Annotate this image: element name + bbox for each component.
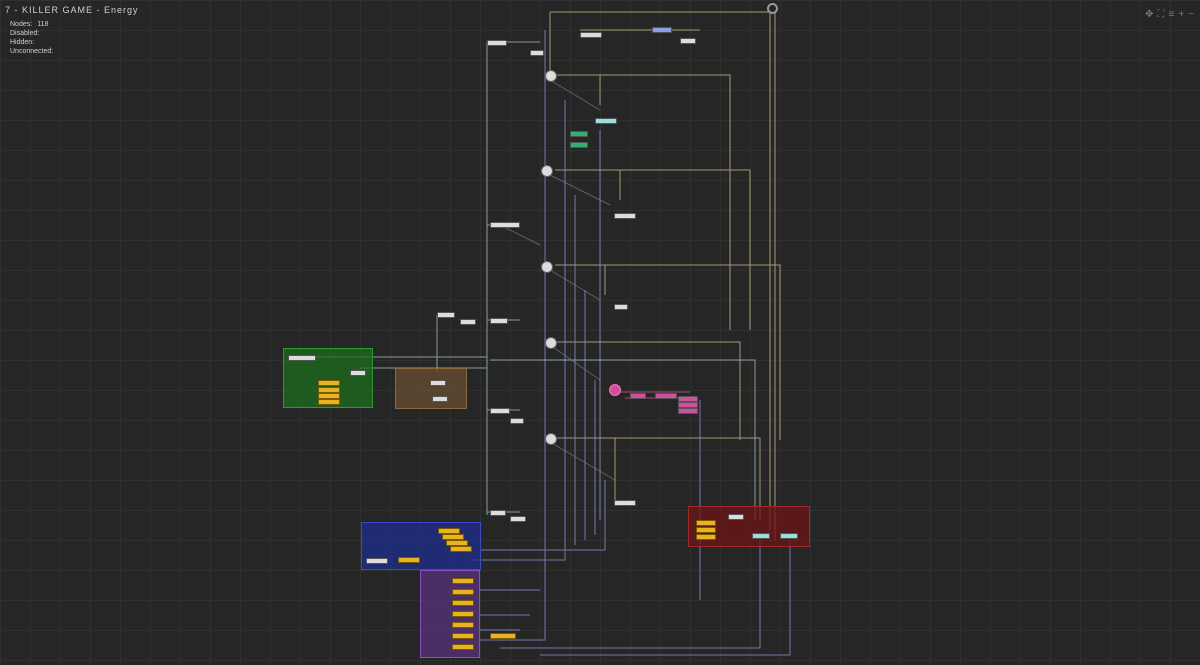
graph-node[interactable]	[487, 40, 507, 46]
graph-node[interactable]	[510, 516, 526, 522]
pink-node[interactable]	[678, 402, 698, 408]
node-chain-wires	[499, 79, 616, 481]
group-red-header	[689, 507, 809, 509]
graph-node[interactable]	[570, 131, 588, 137]
graph-node[interactable]	[580, 32, 602, 38]
group-red[interactable]	[688, 506, 810, 547]
graph-node[interactable]	[652, 27, 672, 33]
pink-hub-node[interactable]	[609, 384, 621, 396]
pink-node[interactable]	[655, 393, 677, 399]
unconnected-label: Unconnected:	[10, 48, 54, 55]
blue-wires	[470, 30, 791, 656]
graph-node[interactable]	[430, 380, 446, 386]
graph-node[interactable]	[570, 142, 588, 148]
graph-node[interactable]	[595, 118, 617, 124]
value-node[interactable]	[452, 578, 474, 584]
value-node[interactable]	[398, 557, 420, 563]
pink-node[interactable]	[678, 396, 698, 402]
graph-stats: Nodes: 118 Disabled: Hidden: Unconnected:	[10, 20, 53, 56]
value-node[interactable]	[452, 644, 474, 650]
graph-node[interactable]	[614, 500, 636, 506]
hidden-stat: Hidden:	[10, 38, 53, 47]
value-node[interactable]	[490, 633, 516, 639]
value-node[interactable]	[442, 534, 464, 540]
pink-node[interactable]	[630, 393, 646, 399]
graph-title: 7 - KILLER GAME - Energy	[5, 5, 139, 15]
value-node[interactable]	[696, 527, 716, 533]
zoom-in-icon[interactable]: +	[1178, 9, 1185, 20]
settings-gear-icon[interactable]	[767, 3, 778, 14]
value-node[interactable]	[452, 600, 474, 606]
pink-node[interactable]	[678, 408, 698, 414]
group-brown[interactable]	[395, 368, 467, 409]
nodes-label: Nodes:	[10, 21, 33, 28]
graph-node[interactable]	[728, 514, 744, 520]
fit-view-icon[interactable]: ✥	[1145, 9, 1154, 20]
group-green-header	[284, 349, 372, 351]
menu-icon[interactable]: ≡	[1168, 9, 1175, 20]
cyan-wires	[300, 41, 756, 520]
hub-node[interactable]	[541, 165, 553, 177]
graph-node[interactable]	[366, 558, 388, 564]
value-node[interactable]	[438, 528, 460, 534]
group-brown-header	[396, 369, 466, 371]
unconnected-stat: Unconnected:	[10, 47, 53, 56]
group-purple-header	[421, 571, 479, 573]
graph-node[interactable]	[350, 370, 366, 376]
value-node[interactable]	[452, 622, 474, 628]
hidden-label: Hidden:	[10, 39, 35, 46]
disabled-stat: Disabled:	[10, 29, 53, 38]
graph-node[interactable]	[510, 418, 524, 424]
value-node[interactable]	[446, 540, 468, 546]
value-node[interactable]	[452, 589, 474, 595]
graph-node[interactable]	[490, 222, 520, 228]
graph-node[interactable]	[780, 533, 798, 539]
focus-icon[interactable]: ⛶	[1157, 9, 1165, 20]
value-node[interactable]	[450, 546, 472, 552]
graph-node[interactable]	[490, 318, 508, 324]
group-blue-header	[362, 523, 480, 525]
disabled-label: Disabled:	[10, 30, 40, 37]
graph-node[interactable]	[614, 304, 628, 310]
graph-node[interactable]	[680, 38, 696, 44]
graph-node[interactable]	[288, 355, 316, 361]
graph-node[interactable]	[490, 408, 510, 414]
hub-node[interactable]	[541, 261, 553, 273]
hub-node[interactable]	[545, 433, 557, 445]
nodes-stat: Nodes: 118	[10, 20, 53, 29]
value-node[interactable]	[318, 387, 340, 393]
graph-node[interactable]	[432, 396, 448, 402]
value-node[interactable]	[452, 633, 474, 639]
graph-node[interactable]	[614, 213, 636, 219]
graph-toolbar: ✥ ⛶ ≡ + −	[1145, 9, 1194, 20]
graph-node[interactable]	[490, 510, 506, 516]
value-node[interactable]	[452, 611, 474, 617]
nodes-value: 118	[37, 21, 49, 28]
zoom-out-icon[interactable]: −	[1188, 9, 1194, 20]
graph-node[interactable]	[460, 319, 476, 325]
value-node[interactable]	[318, 399, 340, 405]
graph-node[interactable]	[752, 533, 770, 539]
graph-node[interactable]	[437, 312, 455, 318]
hub-node[interactable]	[545, 337, 557, 349]
hub-node[interactable]	[545, 70, 557, 82]
value-node[interactable]	[696, 520, 716, 526]
value-node[interactable]	[318, 380, 340, 386]
value-node[interactable]	[318, 393, 340, 399]
value-node[interactable]	[696, 534, 716, 540]
graph-node[interactable]	[530, 50, 544, 56]
